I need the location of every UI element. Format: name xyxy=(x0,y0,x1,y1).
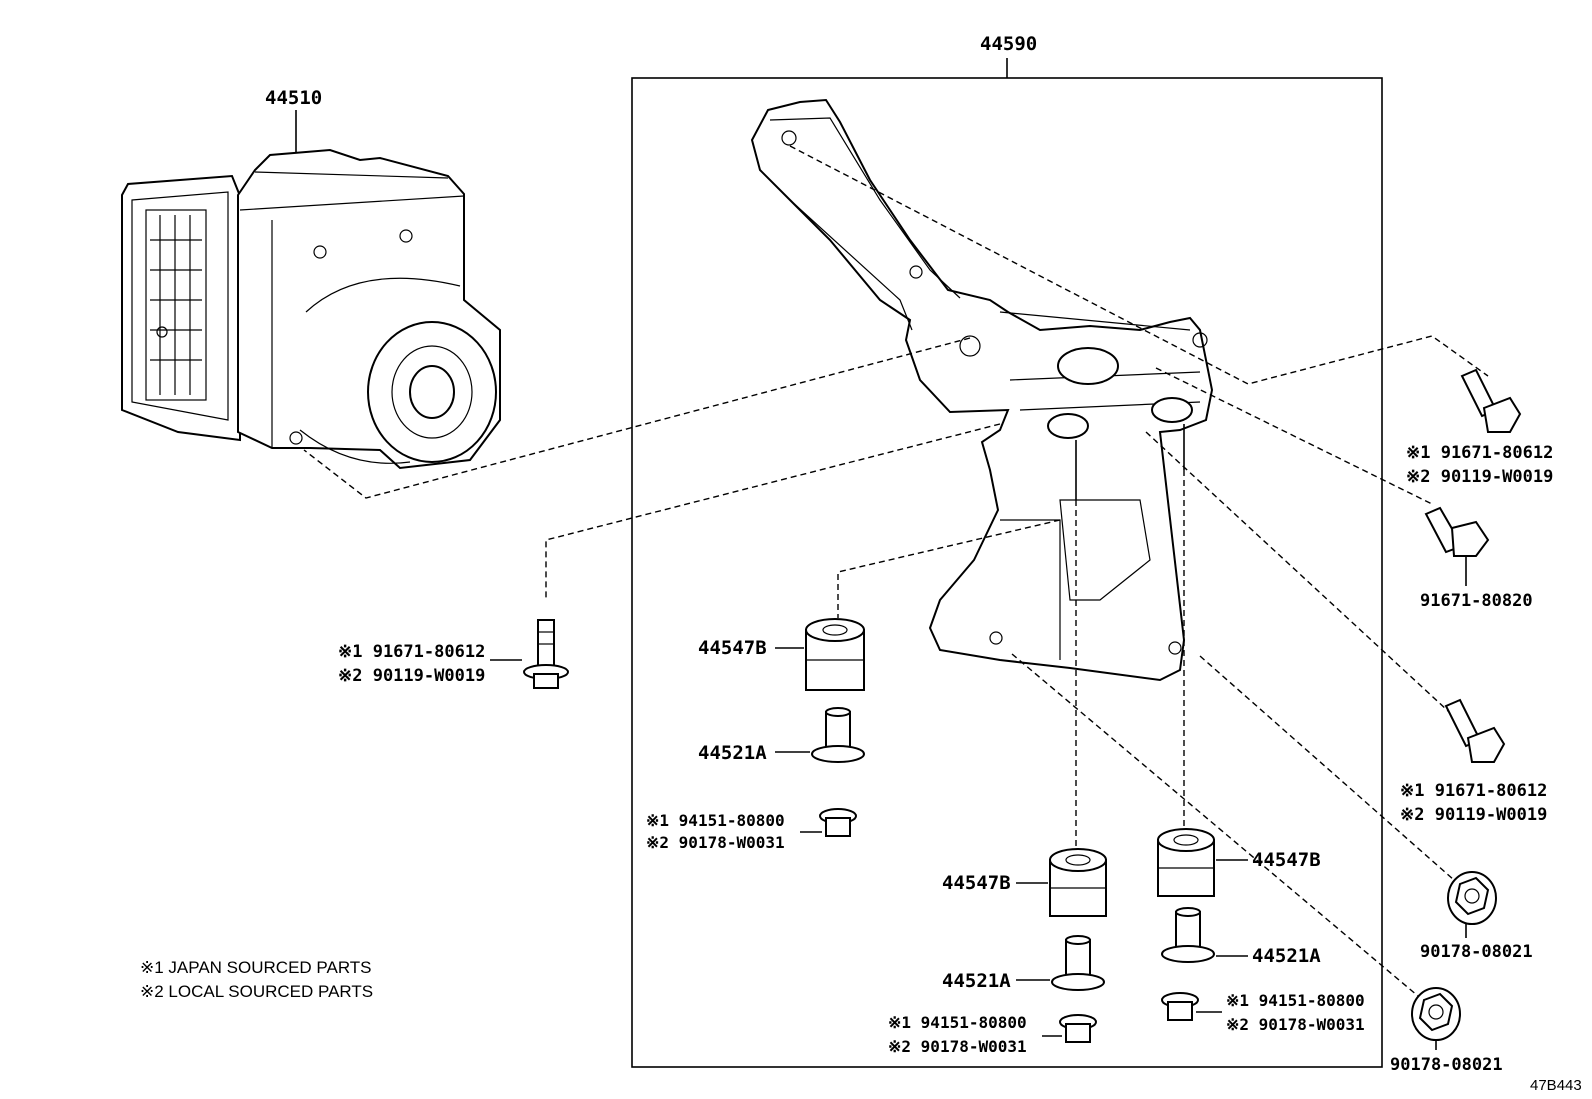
label-collar-upper-left: 44521A xyxy=(698,742,767,764)
nut-right-illustration xyxy=(1161,992,1199,1021)
collar-upper-left-illustration xyxy=(811,707,865,763)
collar-mid-illustration xyxy=(1051,935,1105,991)
bolt-right-mid-illustration xyxy=(1424,506,1490,557)
svg-text:※2 90119-W0019: ※2 90119-W0019 xyxy=(338,666,485,686)
label-collar-right: 44521A xyxy=(1252,945,1321,967)
nut-right-local: ※2 90178-W0031 xyxy=(1226,1015,1365,1034)
cushion-right-illustration xyxy=(1157,828,1215,897)
label-cushion-upper-left: 44547B xyxy=(698,637,767,659)
flange-nut-lower-number: 90178-08021 xyxy=(1390,1055,1503,1075)
bolt-left-illustration xyxy=(523,619,569,689)
label-44590: 44590 xyxy=(980,33,1037,55)
bolt-right-low-local: ※2 90119-W0019 xyxy=(1400,805,1547,825)
flange-nut-upper-number: 90178-08021 xyxy=(1420,942,1533,962)
svg-text:※1 91671-80612: ※1 91671-80612 xyxy=(338,642,485,662)
label-collar-mid: 44521A xyxy=(942,970,1011,992)
bolt-right-top-illustration xyxy=(1460,368,1522,433)
flange-nut-upper-illustration xyxy=(1447,871,1497,925)
diagram-code: 47B443 xyxy=(1530,1077,1582,1094)
label-cushion-mid: 44547B xyxy=(942,872,1011,894)
nut-left-illustration xyxy=(819,808,857,837)
bolt-left-callout: ※1 91671-80612 ※2 90119-W0019 xyxy=(338,642,522,686)
flange-nut-lower-illustration xyxy=(1411,987,1461,1041)
bolt-right-low-japan: ※1 91671-80612 xyxy=(1400,781,1547,801)
cushion-mid-illustration xyxy=(1049,848,1107,917)
bolt-right-low-illustration xyxy=(1444,698,1506,763)
bolt-right-top-japan: ※1 91671-80612 xyxy=(1406,443,1553,463)
collar-right-illustration xyxy=(1161,907,1215,963)
bolt-right-top-local: ※2 90119-W0019 xyxy=(1406,467,1553,487)
nut-mid-illustration xyxy=(1059,1014,1097,1043)
label-cushion-right: 44547B xyxy=(1252,849,1321,871)
nut-left-japan: ※1 94151-80800 xyxy=(646,811,785,830)
bolt-right-mid-number: 91671-80820 xyxy=(1420,591,1533,611)
abs-actuator-illustration xyxy=(121,110,501,470)
legend-note-japan: ※1 JAPAN SOURCED PARTS xyxy=(140,958,372,977)
label-44510: 44510 xyxy=(265,87,322,109)
nut-mid-local: ※2 90178-W0031 xyxy=(888,1037,1027,1056)
nut-left-local: ※2 90178-W0031 xyxy=(646,833,785,852)
dashed-leaders xyxy=(303,145,1489,997)
legend-note-local: ※2 LOCAL SOURCED PARTS xyxy=(140,982,373,1001)
nut-mid-japan: ※1 94151-80800 xyxy=(888,1013,1027,1032)
nut-right-japan: ※1 94151-80800 xyxy=(1226,991,1365,1010)
cushion-upper-left-illustration xyxy=(805,618,865,691)
bracket-illustration xyxy=(750,98,1214,682)
